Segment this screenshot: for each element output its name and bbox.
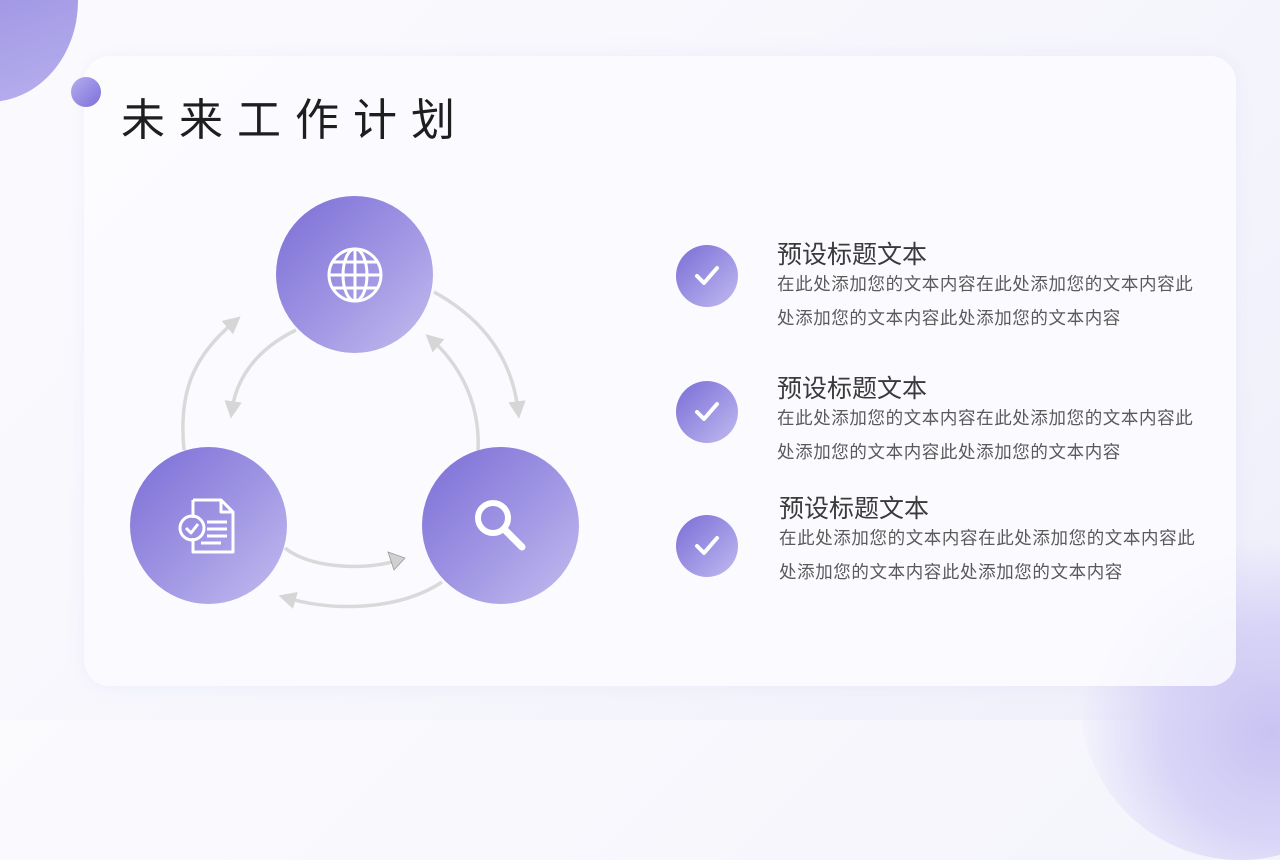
arrow-lower-outer — [278, 580, 443, 609]
list-item-3: 预设标题文本 在此处添加您的文本内容在此处添加您的文本内容此处添加您的文本内容此… — [676, 492, 1236, 602]
arrow-outer-right — [433, 290, 526, 419]
check-badge — [676, 515, 738, 577]
check-badge — [676, 381, 738, 443]
search-icon — [474, 499, 525, 550]
cycle-connectors — [181, 290, 526, 609]
item-body: 在此处添加您的文本内容在此处添加您的文本内容此处添加您的文本内容此处添加您的文本… — [777, 409, 1194, 463]
document-check-icon — [178, 498, 234, 553]
arrow-head-pointer-icon — [387, 551, 406, 571]
globe-icon — [327, 247, 382, 302]
title-bullet-dot — [71, 77, 101, 107]
content-card — [84, 56, 1236, 686]
item-title: 预设标题文本 — [777, 240, 928, 269]
item-body: 在此处添加您的文本内容在此处添加您的文本内容此处添加您的文本内容此处添加您的文本… — [777, 275, 1194, 329]
check-icon — [695, 536, 719, 555]
item-title: 预设标题文本 — [779, 494, 930, 523]
arrow-lower-inner — [283, 546, 393, 569]
check-badge — [676, 245, 738, 307]
check-icon — [695, 266, 719, 285]
arrow-outer-left — [181, 316, 241, 451]
item-body: 在此处添加您的文本内容在此处添加您的文本内容此处添加您的文本内容此处添加您的文本… — [779, 529, 1196, 583]
node-document — [130, 447, 287, 604]
node-search — [422, 447, 579, 604]
node-globe — [276, 196, 433, 353]
item-title: 预设标题文本 — [777, 374, 928, 403]
page-title: 未来工作计划 — [121, 95, 469, 147]
list-item-2: 预设标题文本 在此处添加您的文本内容在此处添加您的文本内容此处添加您的文本内容此… — [676, 372, 1236, 482]
list-item-1: 预设标题文本 在此处添加您的文本内容在此处添加您的文本内容此处添加您的文本内容此… — [676, 238, 1236, 348]
check-icon — [695, 402, 719, 421]
arrow-inner-left — [224, 328, 297, 419]
arrow-inner-right — [425, 334, 480, 451]
